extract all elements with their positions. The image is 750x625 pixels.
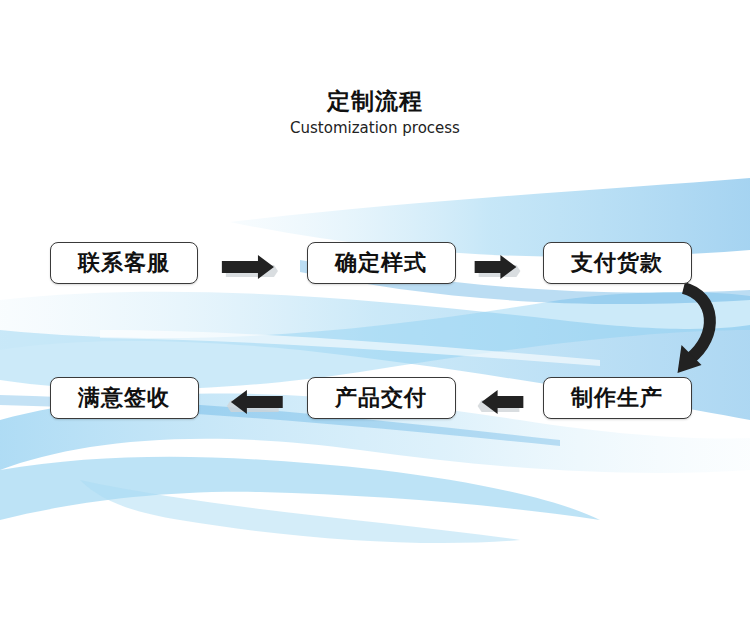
step-label: 满意签收	[78, 383, 170, 413]
step-label: 产品交付	[335, 383, 427, 413]
flow-arrow	[678, 288, 710, 373]
process-box: 支付货款	[543, 242, 692, 284]
process-box: 产品交付	[307, 377, 456, 419]
subtitle: Customization process	[0, 119, 750, 137]
step-label: 支付货款	[571, 248, 663, 278]
step-label: 确定样式	[335, 248, 427, 278]
process-box: 制作生产	[543, 377, 692, 419]
step-label: 制作生产	[571, 383, 663, 413]
flow-arrow	[475, 255, 521, 279]
flow-arrow	[227, 390, 283, 414]
flow-arrow	[478, 390, 524, 414]
process-box: 满意签收	[50, 377, 199, 419]
process-box: 确定样式	[307, 242, 456, 284]
process-box: 联系客服	[50, 242, 198, 284]
flow-arrow	[222, 255, 278, 279]
diagram-title: 定制流程	[0, 86, 750, 117]
step-label: 联系客服	[78, 248, 170, 278]
